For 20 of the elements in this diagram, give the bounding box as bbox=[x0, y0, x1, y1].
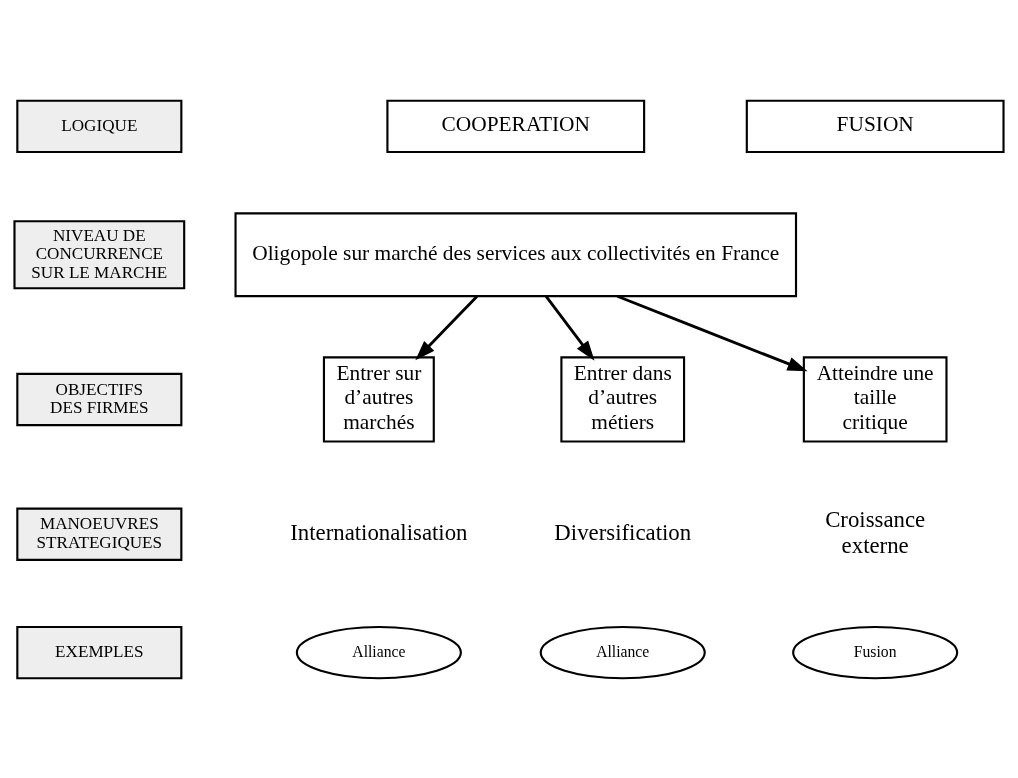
node-box: EXEMPLES bbox=[16, 625, 183, 679]
node-box: NIVEAU DE CONCURRENCE SUR LE MARCHE bbox=[13, 219, 186, 289]
label: Internationalisation bbox=[290, 519, 468, 545]
node-box: LOGIQUE bbox=[16, 99, 183, 153]
node-box: Entrer sur d’autres marchés bbox=[322, 355, 435, 443]
label: Diversification bbox=[554, 519, 692, 545]
node-box: Entrer dans d’autres métiers bbox=[560, 355, 686, 443]
node-ellipse: Alliance bbox=[295, 625, 462, 679]
arrow bbox=[616, 294, 808, 371]
node-ellipse: Alliance bbox=[539, 625, 706, 679]
arrow bbox=[415, 294, 478, 360]
node-box: Oligopole sur marché des services aux collectivités en France bbox=[234, 211, 798, 297]
label: Croissance externe bbox=[825, 506, 926, 558]
node-box: MANOEUVRES STRATEGIQUES bbox=[16, 507, 183, 561]
node-box: OBJECTIFS DES FIRMES bbox=[16, 372, 183, 426]
node-box: COOPERATION bbox=[386, 99, 646, 153]
node-ellipse: Fusion bbox=[792, 625, 959, 679]
node-box: Atteindre une taille critique bbox=[802, 355, 948, 443]
arrow bbox=[545, 295, 595, 361]
node-box: FUSION bbox=[745, 99, 1005, 153]
